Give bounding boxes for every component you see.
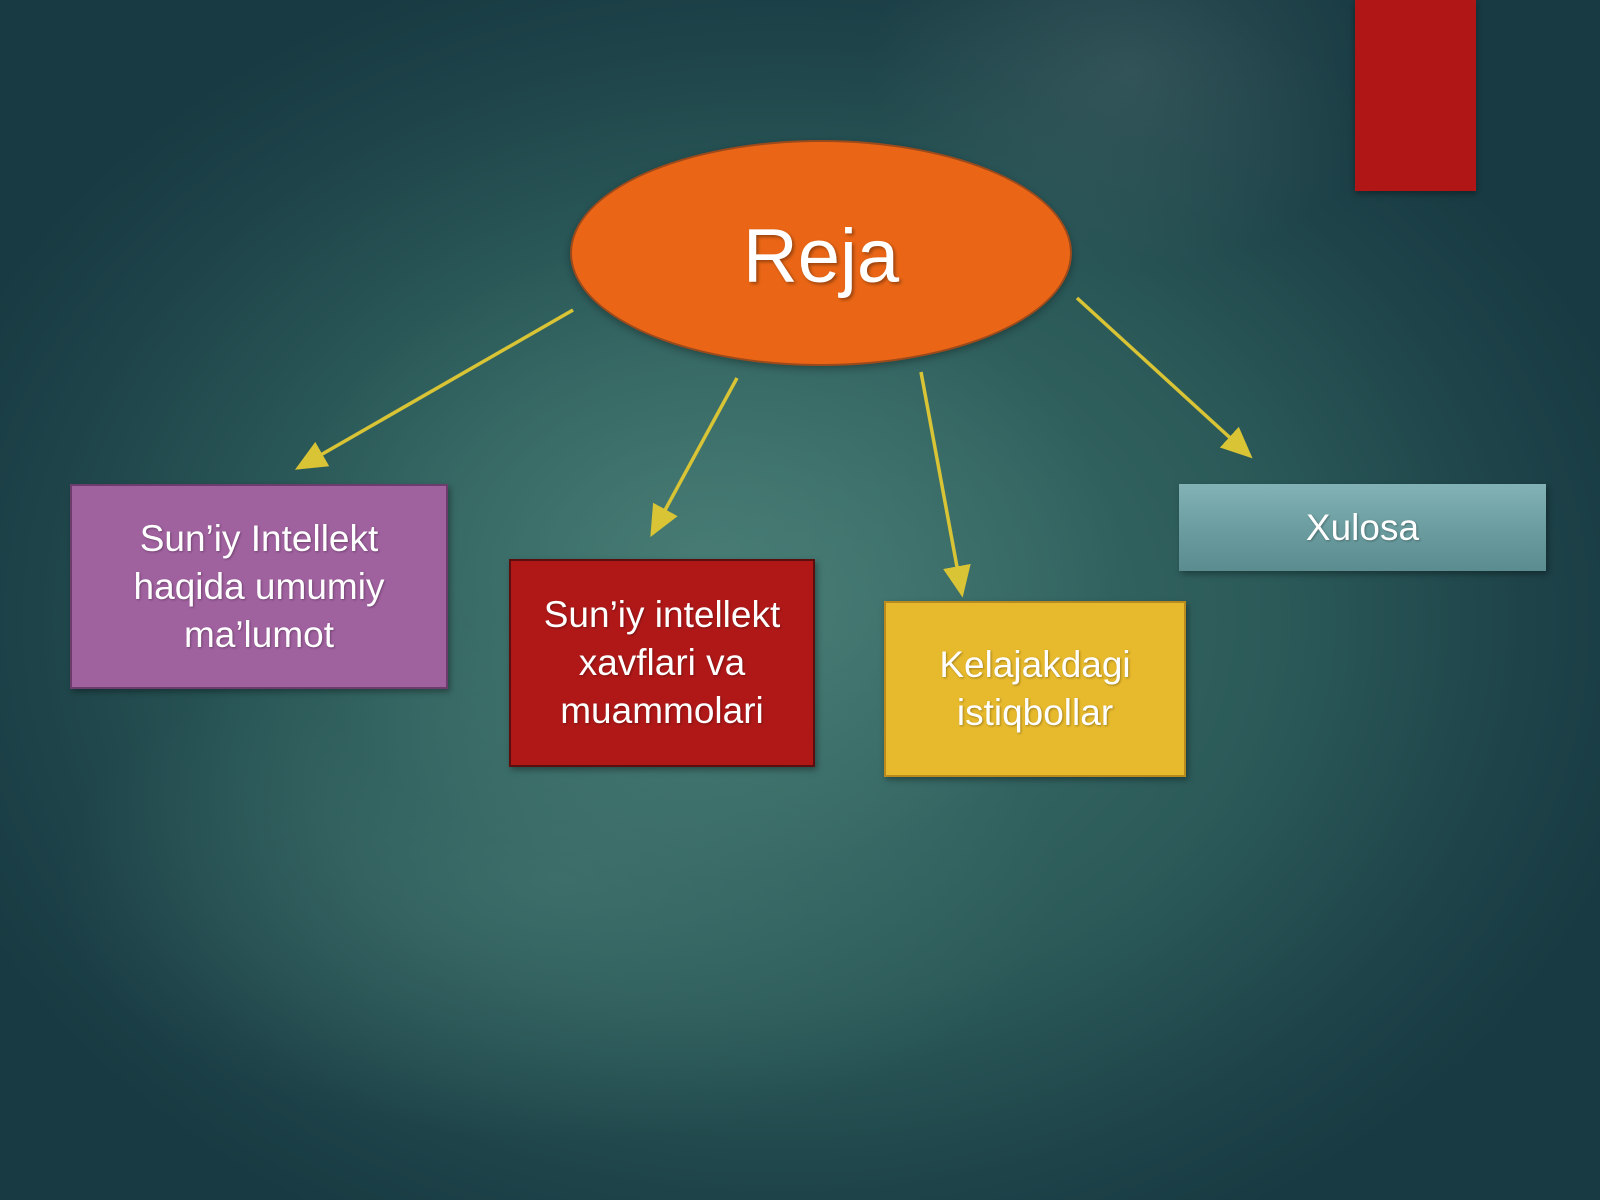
node-label-line: haqida umumiy — [133, 565, 385, 607]
node-risks[interactable]: Sun’iy intellekt xavflari va muammolari — [509, 559, 815, 767]
node-label-line: Sun’iy Intellekt — [139, 517, 379, 559]
arrow-hub-to-node-2 — [650, 377, 739, 538]
node-label-line: istiqbollar — [956, 692, 1114, 733]
node-label-line: Xulosa — [1305, 506, 1420, 548]
hub-ellipse[interactable]: Reja — [570, 140, 1072, 366]
arrow-hub-to-node-4 — [1075, 296, 1253, 459]
node-label-line: ma’lumot — [183, 613, 335, 655]
node-risks-label: Sun’iy intellekt xavflari va muammolari — [544, 591, 781, 735]
node-label-line: muammolari — [560, 690, 764, 731]
node-conclusion-label: Xulosa — [1306, 504, 1419, 552]
node-label-line: Kelajakdagi — [939, 644, 1131, 685]
node-label-line: xavflari va — [578, 642, 746, 683]
arrow-hub-to-node-1 — [294, 308, 574, 470]
accent-bar — [1355, 0, 1476, 191]
hub-label: Reja — [742, 214, 900, 299]
node-prospects-label: Kelajakdagi istiqbollar — [939, 641, 1130, 737]
node-conclusion[interactable]: Xulosa — [1179, 484, 1546, 571]
node-overview[interactable]: Sun’iy Intellekt haqida umumiy ma’lumot — [70, 484, 448, 689]
arrow-hub-to-node-3 — [919, 371, 971, 598]
node-prospects[interactable]: Kelajakdagi istiqbollar — [884, 601, 1186, 777]
node-overview-label: Sun’iy Intellekt haqida umumiy ma’lumot — [134, 515, 385, 659]
node-label-line: Sun’iy intellekt — [543, 594, 781, 635]
